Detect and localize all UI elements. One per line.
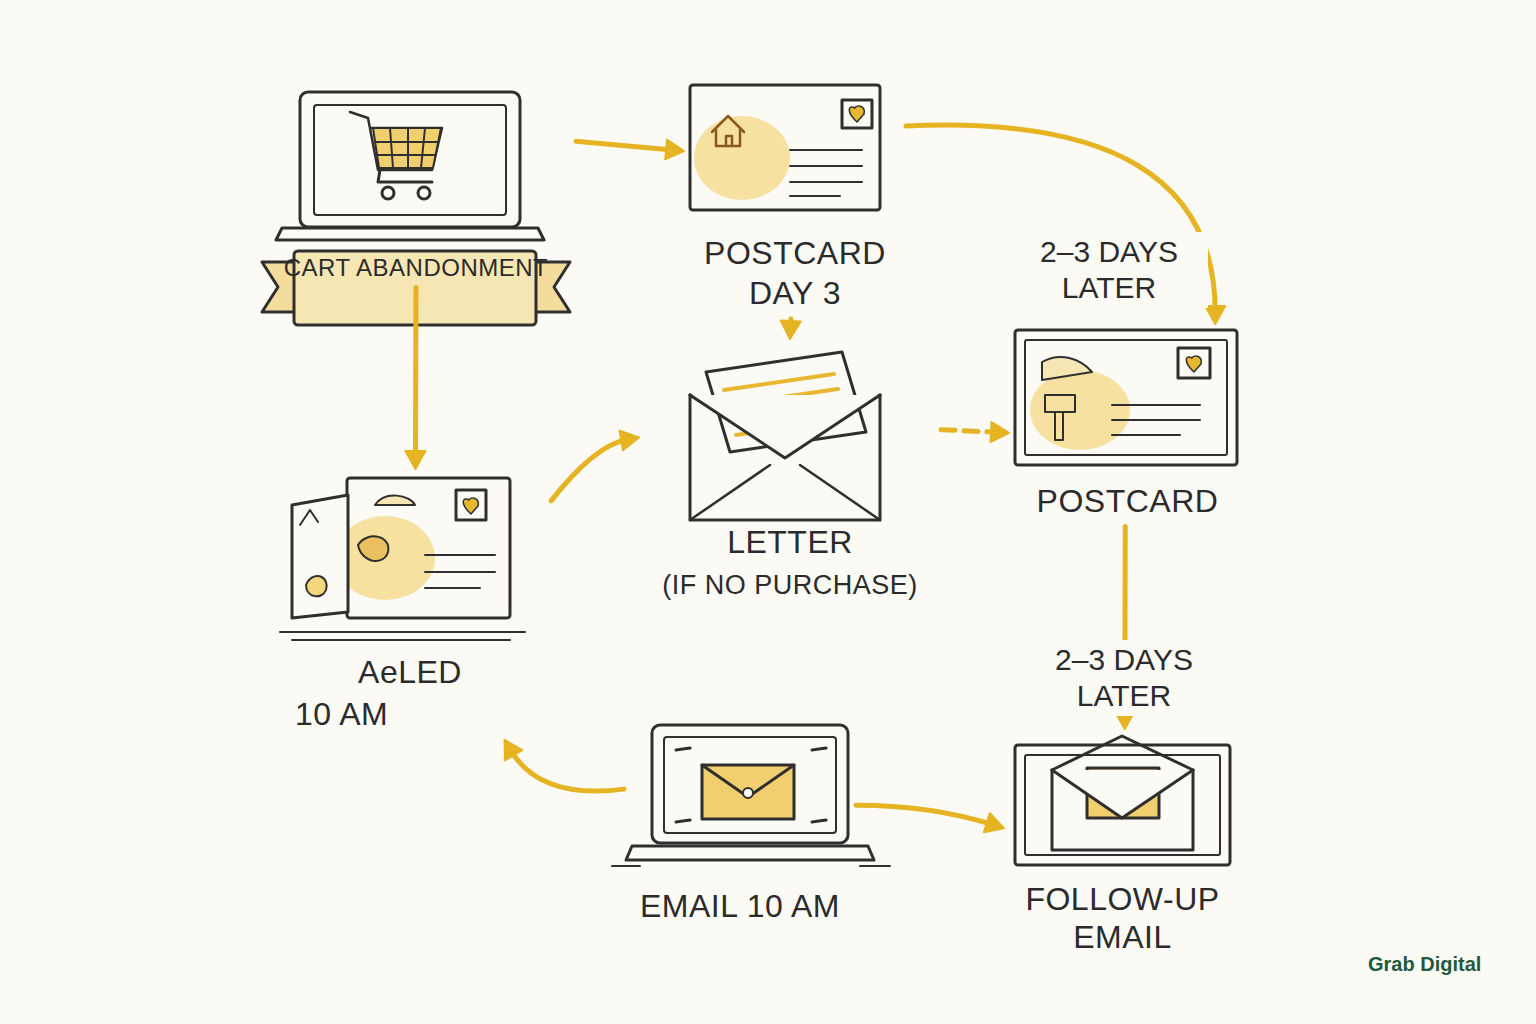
postcard-illustration-part (849, 106, 864, 122)
postcard-illustration (1015, 330, 1237, 465)
flow-arrow (856, 805, 993, 824)
arrowhead (620, 431, 639, 451)
flow-arrow (413, 288, 419, 457)
cart-abandonment-node: CART ABANDONMENT (262, 92, 570, 282)
postcard-illustration-part (1045, 395, 1075, 440)
edge-label: 2–3 DAYS LATER (1010, 232, 1208, 308)
node-label: (IF NO PURCHASE) (645, 569, 935, 601)
email-laptop (612, 725, 890, 866)
cart-laptop-part (350, 112, 442, 170)
postcard-stack-part (425, 555, 495, 588)
postcard-stack-part (456, 490, 486, 520)
letter-envelope-part (690, 465, 880, 520)
node-label: LETTER (645, 523, 935, 561)
cart-laptop-part (418, 187, 430, 199)
postcard-node: POSTCARD DAY 3 (690, 85, 900, 313)
flow-arrow (576, 141, 672, 150)
cart-laptop-part (382, 187, 394, 199)
email-laptop-part (612, 865, 890, 867)
email-laptop-part (702, 765, 794, 797)
postcard-illustration-part (1186, 356, 1201, 372)
flow-arrow (511, 750, 624, 791)
postcard-illustration-part (712, 116, 744, 146)
postcard-illustration-part (1178, 348, 1210, 378)
email-laptop-part (626, 846, 874, 860)
postcard-stack-part (300, 510, 318, 525)
cart-laptop-part (378, 170, 432, 182)
follow-up-envelope-part (1025, 755, 1220, 855)
follow-up-envelope-part (1052, 770, 1193, 818)
postcard-stack-part (280, 632, 525, 640)
postcard-stack-part (292, 495, 348, 618)
postcard-illustration-part (690, 85, 880, 210)
arrowhead (665, 140, 684, 160)
email-node: EMAIL 10 AM (630, 725, 850, 925)
postcard-illustration-part (1015, 330, 1237, 465)
email-laptop-part (743, 788, 753, 798)
postcard-stack-part (306, 576, 327, 596)
follow-up-envelope-part (1052, 770, 1193, 850)
postcard-illustration-part (1025, 340, 1227, 455)
arrowhead (781, 321, 801, 339)
postcard-stack-part (463, 498, 478, 514)
node-label: AeLED (275, 653, 545, 691)
postcard-stack-part (358, 536, 388, 561)
letter-node: LETTER (IF NO PURCHASE) (645, 345, 935, 602)
arrowhead (1205, 306, 1225, 324)
postcard-stack (280, 478, 525, 640)
email-laptop-part (652, 725, 848, 843)
node-label: FOLLOW-UP EMAIL (1010, 880, 1235, 957)
letter-envelope-part (690, 395, 880, 458)
node-label: CART ABANDONMENT (262, 254, 570, 282)
cart-laptop-part (373, 128, 441, 168)
follow-up-envelope-part (1015, 745, 1230, 865)
cart-laptop-part (314, 105, 506, 215)
email-laptop-part (676, 748, 826, 822)
letter-envelope (690, 352, 880, 520)
postcard-illustration (690, 85, 880, 210)
cart-laptop-part (300, 92, 520, 227)
flow-arrow (941, 430, 997, 433)
postcard-stack-part (375, 496, 415, 505)
watermark: Grab Digital (1368, 953, 1481, 976)
arrowhead (984, 813, 1004, 832)
postcard-illustration-part (790, 150, 862, 196)
flow-arrow (906, 125, 1215, 312)
node-label: POSTCARD DAY 3 (690, 233, 900, 313)
node-label: POSTCARD (1015, 482, 1240, 520)
follow-up-envelope (1015, 736, 1230, 865)
cart-laptop-part (373, 128, 441, 168)
arrowhead (405, 451, 425, 469)
postcard-illustration-part (1030, 370, 1130, 450)
postcard-illustration-part (1042, 357, 1092, 380)
node-label: EMAIL 10 AM (630, 887, 850, 925)
arrowhead (991, 422, 1009, 442)
cart-laptop-part (276, 228, 544, 240)
follow-up-envelope-part (1052, 736, 1193, 770)
cart-laptop (276, 92, 544, 240)
postcard-illustration-part (1112, 405, 1200, 435)
letter-envelope-part (690, 395, 880, 520)
postcard-stack-part (335, 516, 435, 600)
postcard-node: POSTCARD (1015, 330, 1240, 520)
edge-label: 2–3 DAYS LATER (1025, 640, 1223, 716)
email-laptop-part (702, 765, 794, 819)
email-laptop-part (664, 737, 836, 833)
postcard-illustration-part (842, 100, 872, 128)
node-label: 10 AM (275, 695, 545, 733)
postcard-stack-node: AeLED 10 AM (275, 475, 545, 734)
flow-arrow (551, 439, 627, 500)
postcard-illustration-part (694, 116, 790, 200)
arrowhead (505, 740, 523, 761)
follow-up-email-node: FOLLOW-UP EMAIL (1010, 735, 1235, 957)
